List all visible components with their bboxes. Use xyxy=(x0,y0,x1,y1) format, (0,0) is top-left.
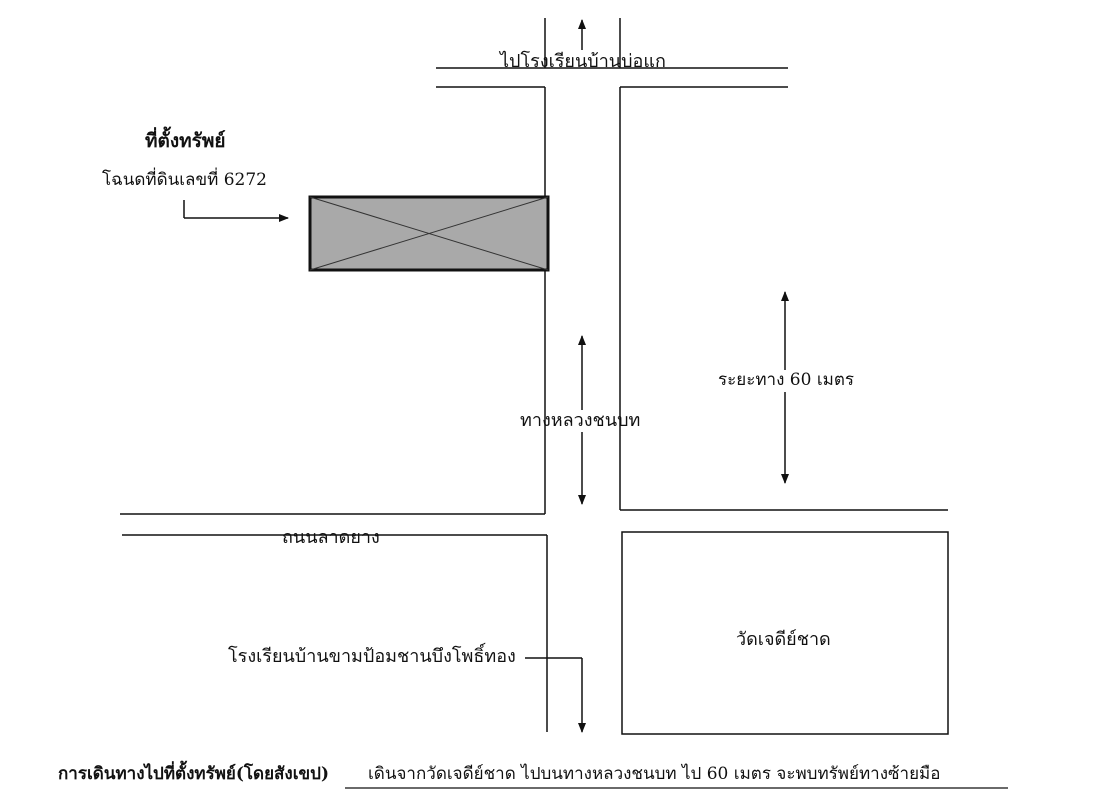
directions-text: เดินจากวัดเจดีย์ชาด ไปบนทางหลวงชนบท ไป 6… xyxy=(368,764,941,784)
top-destination-label: ไปโรงเรียนบ้านบ่อแก xyxy=(500,51,666,72)
temple-label: วัดเจดีย์ชาด xyxy=(736,629,831,650)
paved-road-label: ถนนลาดยาง xyxy=(282,527,380,548)
property-deed-label: โฉนดที่ดินเลขที่ 6272 xyxy=(102,170,267,190)
distance-label: ระยะทาง 60 เมตร xyxy=(718,370,855,390)
directions-label: การเดินทางไปที่ตั้งทรัพย์(โดยสังเขป) xyxy=(58,764,330,784)
parcel-cross-b xyxy=(309,196,549,271)
property-title: ที่ตั้งทรัพย์ xyxy=(145,130,226,152)
rural-road-label: ทางหลวงชนบท xyxy=(520,410,641,431)
temple-block xyxy=(621,531,949,735)
school-label: โรงเรียนบ้านขามป้อมชานบึงโพธิ์ทอง xyxy=(228,646,516,667)
